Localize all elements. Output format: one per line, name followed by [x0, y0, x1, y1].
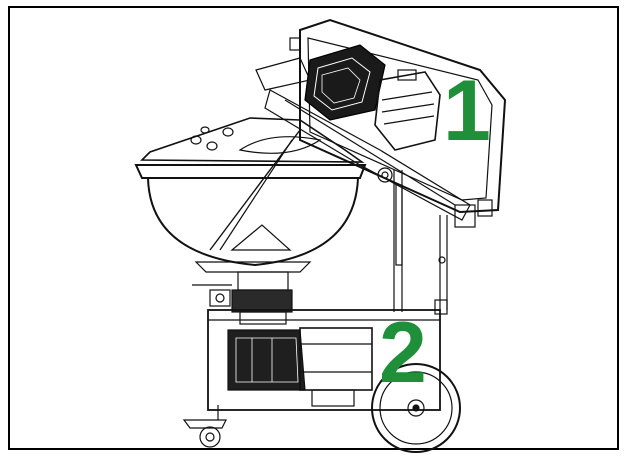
- center-drive-column: [192, 271, 293, 325]
- mixing-bowl: [134, 117, 367, 273]
- caster-wheel: [182, 405, 227, 448]
- base-frame: [207, 170, 448, 411]
- large-wheel: [371, 363, 461, 453]
- tilting-head-assembly: [255, 18, 507, 228]
- callout-1-label: 1: [443, 63, 491, 159]
- callout-2-label: 2: [379, 305, 427, 401]
